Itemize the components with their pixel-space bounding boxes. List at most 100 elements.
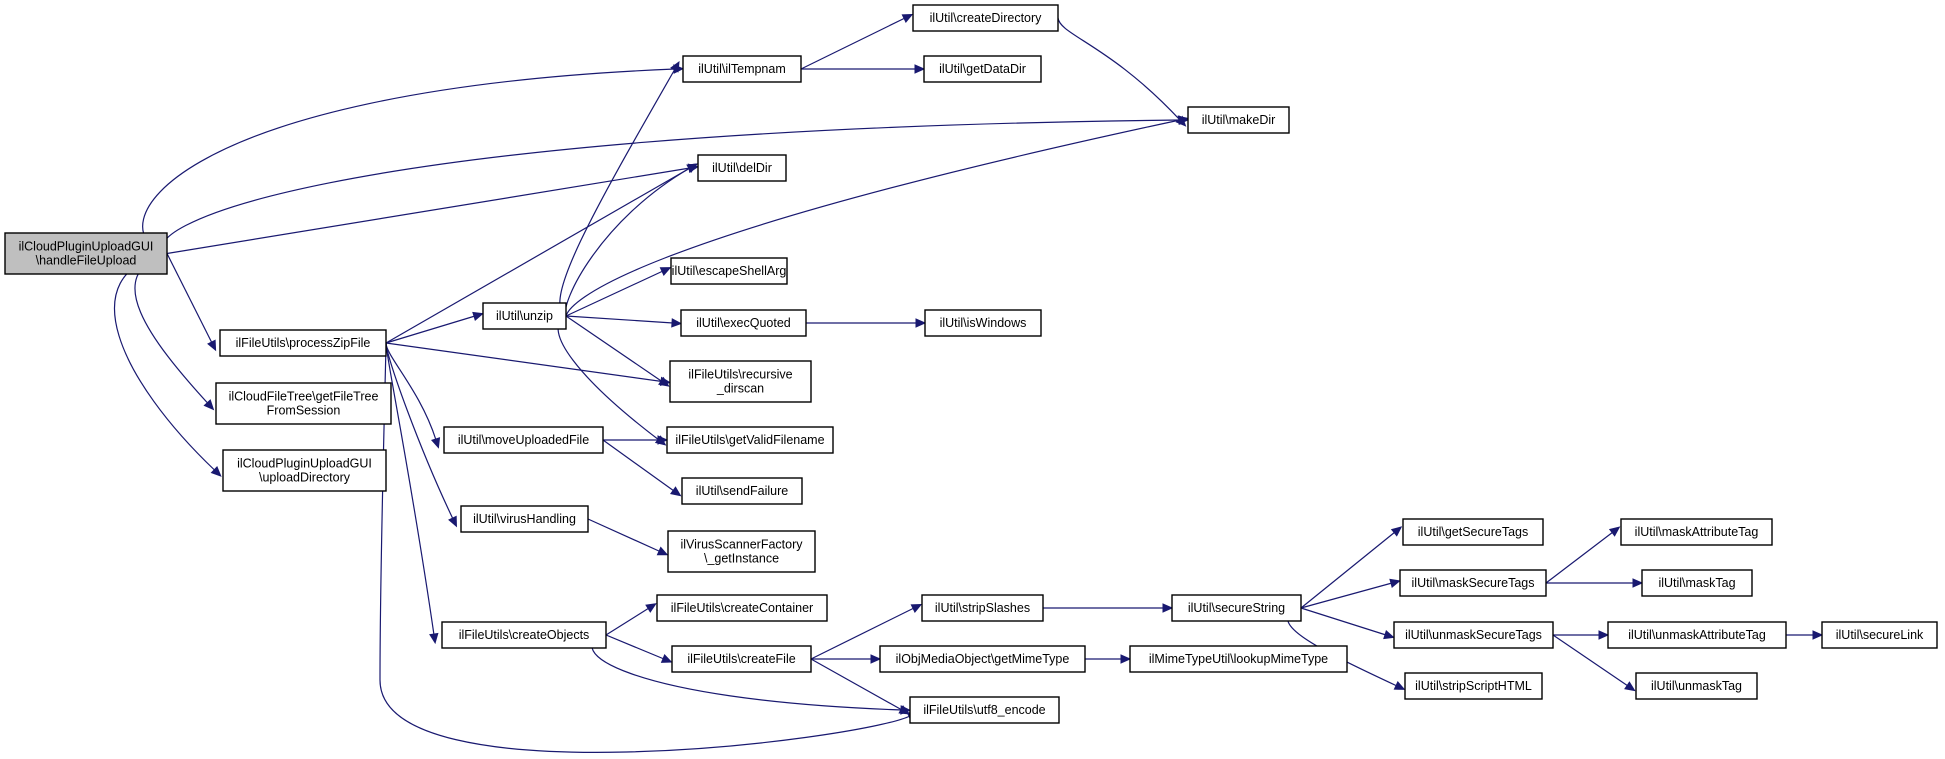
- node-box[interactable]: [1129, 645, 1348, 673]
- node-createObjects[interactable]: ilFileUtils\createObjects: [441, 621, 607, 649]
- node-maskSecureTags[interactable]: ilUtil\maskSecureTags: [1399, 569, 1547, 597]
- edge-unzip-to-makeDir: [565, 115, 1190, 317]
- node-box[interactable]: [680, 309, 807, 337]
- node-delDir[interactable]: ilUtil\delDir: [697, 154, 787, 182]
- node-box[interactable]: [219, 329, 387, 357]
- node-getValidFilename[interactable]: ilFileUtils\getValidFilename: [666, 426, 834, 454]
- node-box[interactable]: [924, 309, 1042, 337]
- node-box[interactable]: [921, 594, 1044, 622]
- node-box[interactable]: [1607, 621, 1787, 649]
- node-box[interactable]: [669, 360, 812, 403]
- arrowhead: [210, 466, 222, 477]
- node-isWindows[interactable]: ilUtil\isWindows: [924, 309, 1042, 337]
- node-createDirectory[interactable]: ilUtil\createDirectory: [912, 4, 1059, 32]
- node-box[interactable]: [681, 477, 803, 505]
- edge-maskSecureTags-to-maskTag: [1546, 578, 1644, 588]
- edge-line: [587, 518, 661, 553]
- node-box[interactable]: [482, 302, 567, 330]
- edge-processZipFile-to-createObjects: [385, 342, 439, 645]
- node-box[interactable]: [1393, 621, 1554, 649]
- arrowhead: [659, 267, 672, 276]
- arrowhead: [670, 60, 680, 73]
- node-sendFailure[interactable]: ilUtil\sendFailure: [681, 477, 803, 505]
- node-box[interactable]: [443, 426, 604, 454]
- node-escapeShellArg[interactable]: ilUtil\escapeShellArg: [670, 257, 788, 285]
- node-virusHandling[interactable]: ilUtil\virusHandling: [460, 505, 589, 533]
- edge-line: [557, 315, 660, 441]
- node-processZipFile[interactable]: ilFileUtils\processZipFile: [219, 329, 387, 357]
- node-box[interactable]: [1399, 569, 1547, 597]
- node-getDataDir[interactable]: ilUtil\getDataDir: [923, 55, 1042, 83]
- node-box[interactable]: [1171, 594, 1302, 622]
- node-box[interactable]: [1821, 621, 1938, 649]
- node-box[interactable]: [222, 449, 387, 492]
- node-box[interactable]: [697, 154, 787, 182]
- node-box[interactable]: [1187, 106, 1290, 134]
- edge-line: [564, 167, 691, 317]
- node-execQuoted[interactable]: ilUtil\execQuoted: [680, 309, 807, 337]
- node-box[interactable]: [1620, 518, 1773, 546]
- node-label: ilUtil\stripSlashes: [935, 601, 1030, 615]
- node-box[interactable]: [912, 4, 1059, 32]
- node-lookupMimeType[interactable]: ilMimeTypeUtil\lookupMimeType: [1129, 645, 1348, 673]
- edge-line: [605, 634, 665, 660]
- node-unmaskSecureTags[interactable]: ilUtil\unmaskSecureTags: [1393, 621, 1554, 649]
- node-maskAttributeTag[interactable]: ilUtil\maskAttributeTag: [1620, 518, 1773, 546]
- node-box[interactable]: [923, 55, 1042, 83]
- node-virusScanner[interactable]: ilVirusScannerFactory\_getInstance: [667, 530, 816, 573]
- node-box[interactable]: [656, 594, 828, 622]
- node-tempnam[interactable]: ilUtil\ilTempnam: [682, 55, 802, 83]
- node-unmaskAttributeTag[interactable]: ilUtil\unmaskAttributeTag: [1607, 621, 1787, 649]
- edge-createDirectory-to-makeDir: [1057, 17, 1187, 127]
- node-label: ilUtil\createDirectory: [930, 11, 1043, 25]
- node-secureString[interactable]: ilUtil\secureString: [1171, 594, 1302, 622]
- node-label: ilUtil\stripScriptHTML: [1415, 679, 1532, 693]
- edge-line: [810, 658, 903, 711]
- node-box[interactable]: [670, 257, 788, 285]
- node-moveUploadedFile[interactable]: ilUtil\moveUploadedFile: [443, 426, 604, 454]
- edge-line: [565, 315, 674, 324]
- edge-line: [161, 119, 1181, 255]
- node-box[interactable]: [441, 621, 607, 649]
- edge-line: [1300, 582, 1393, 609]
- node-box[interactable]: [666, 426, 834, 454]
- node-box[interactable]: [215, 382, 392, 425]
- node-uploadDirectory[interactable]: ilCloudPluginUploadGUI\uploadDirectory: [222, 449, 387, 492]
- node-box[interactable]: [682, 55, 802, 83]
- node-getSecureTags[interactable]: ilUtil\getSecureTags: [1402, 518, 1544, 546]
- edge-unmaskSecureTags-to-unmaskTag: [1552, 634, 1636, 692]
- node-box[interactable]: [667, 530, 816, 573]
- node-createContainer[interactable]: ilFileUtils\createContainer: [656, 594, 828, 622]
- node-utf8encode[interactable]: ilFileUtils\utf8_encode: [909, 696, 1060, 724]
- edge-root-to-getFileTree: [134, 252, 215, 411]
- node-stripSlashes[interactable]: ilUtil\stripSlashes: [921, 594, 1044, 622]
- edge-line: [379, 342, 911, 753]
- node-box[interactable]: [4, 232, 168, 275]
- edge-createFile-to-utf8encode: [810, 658, 911, 715]
- edge-line: [565, 270, 664, 317]
- node-box[interactable]: [909, 696, 1060, 724]
- edge-line: [1300, 531, 1396, 609]
- node-box[interactable]: [671, 645, 812, 673]
- node-recursive[interactable]: ilFileUtils\recursive_dirscan: [669, 360, 812, 403]
- node-stripScriptHTML[interactable]: ilUtil\stripScriptHTML: [1404, 672, 1543, 700]
- node-unmaskTag[interactable]: ilUtil\unmaskTag: [1635, 672, 1758, 700]
- node-box[interactable]: [1635, 672, 1758, 700]
- node-box[interactable]: [460, 505, 589, 533]
- node-secureLink[interactable]: ilUtil\secureLink: [1821, 621, 1938, 649]
- edge-tempnam-to-createDirectory: [800, 13, 914, 70]
- node-createFile[interactable]: ilFileUtils\createFile: [671, 645, 812, 673]
- edge-execQuoted-to-isWindows: [806, 318, 927, 328]
- node-getMimeType[interactable]: ilObjMediaObject\getMimeType: [879, 645, 1086, 673]
- node-box[interactable]: [1402, 518, 1544, 546]
- node-unzip[interactable]: ilUtil\unzip: [482, 302, 567, 330]
- node-root[interactable]: ilCloudPluginUploadGUI\handleFileUpload: [4, 232, 168, 275]
- edge-unzip-to-delDir: [564, 163, 698, 317]
- node-makeDir[interactable]: ilUtil\makeDir: [1187, 106, 1290, 134]
- node-label: ilUtil\moveUploadedFile: [458, 433, 589, 447]
- node-maskTag[interactable]: ilUtil\maskTag: [1641, 569, 1753, 597]
- node-box[interactable]: [1641, 569, 1753, 597]
- node-box[interactable]: [879, 645, 1086, 673]
- node-box[interactable]: [1404, 672, 1543, 700]
